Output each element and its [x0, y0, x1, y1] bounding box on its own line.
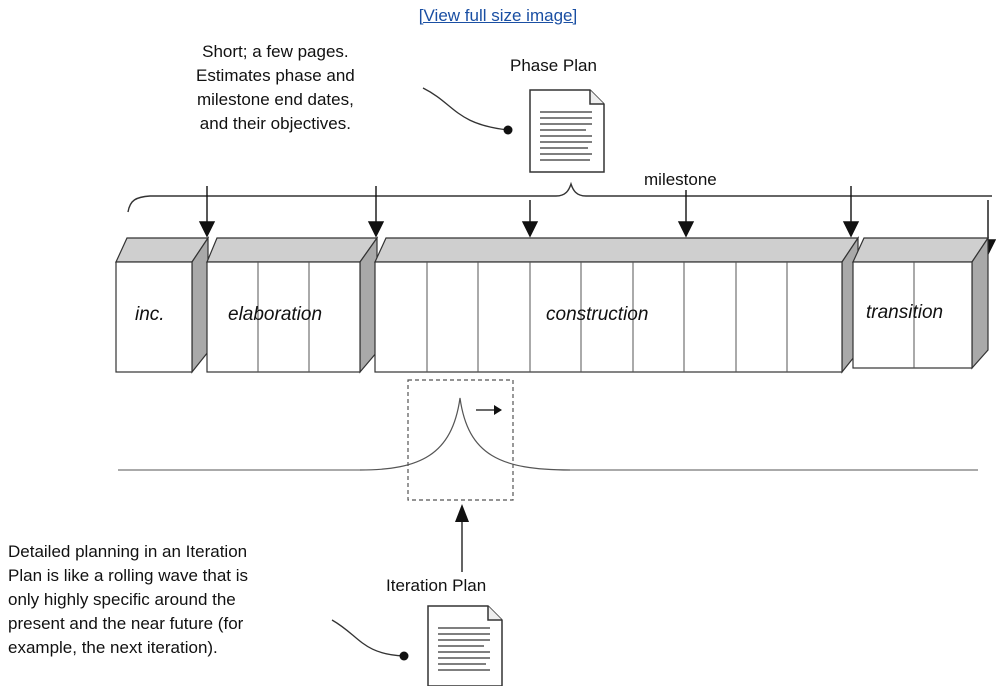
iteration-plan-note: Detailed planning in an Iteration Plan i… [8, 540, 248, 660]
phase-plan-callout [422, 87, 513, 135]
iteration-plan-document-icon [427, 605, 503, 686]
phase-plan-label: Phase Plan [510, 56, 597, 75]
rolling-wave [118, 397, 978, 471]
view-full-size-link[interactable]: [View full size image] [418, 6, 578, 25]
phase-label-construction: construction [546, 304, 648, 325]
phase-box-construction [374, 236, 860, 374]
phase-box-transition [852, 236, 990, 370]
iteration-plan-note-line: example, the next iteration). [8, 638, 218, 657]
milestone-label: milestone [644, 170, 717, 189]
phase-plan-note-line: and their objectives. [199, 114, 351, 133]
phase-plan-note-line: Estimates phase and [196, 66, 355, 85]
iteration-plan-note-line: Detailed planning in an Iteration [8, 542, 248, 561]
arrow-up-icon [455, 504, 469, 572]
iteration-plan-note-line: present and the near future (for [8, 614, 244, 633]
phase-label-inception: inc. [135, 304, 165, 325]
phase-plan-document-icon [529, 89, 605, 173]
iteration-plan-callout [331, 619, 409, 661]
arrow-right-icon [476, 405, 502, 415]
phase-box-inception [115, 236, 210, 374]
phase-plan-note: Short; a few pages. Estimates phase and … [196, 40, 355, 136]
milestone-brace [127, 181, 992, 213]
current-iteration-focus-box [407, 379, 514, 501]
phase-label-elaboration: elaboration [228, 304, 322, 325]
iteration-plan-label: Iteration Plan [386, 576, 487, 595]
iteration-plan-note-line: only highly specific around the [8, 590, 236, 609]
phase-plan-note-line: Short; a few pages. [202, 42, 349, 61]
phase-plan-note-line: milestone end dates, [196, 90, 354, 109]
phase-box-elaboration [206, 236, 379, 374]
iteration-plan-note-line: Plan is like a rolling wave that is [8, 566, 249, 585]
phase-label-transition: transition [866, 302, 943, 323]
